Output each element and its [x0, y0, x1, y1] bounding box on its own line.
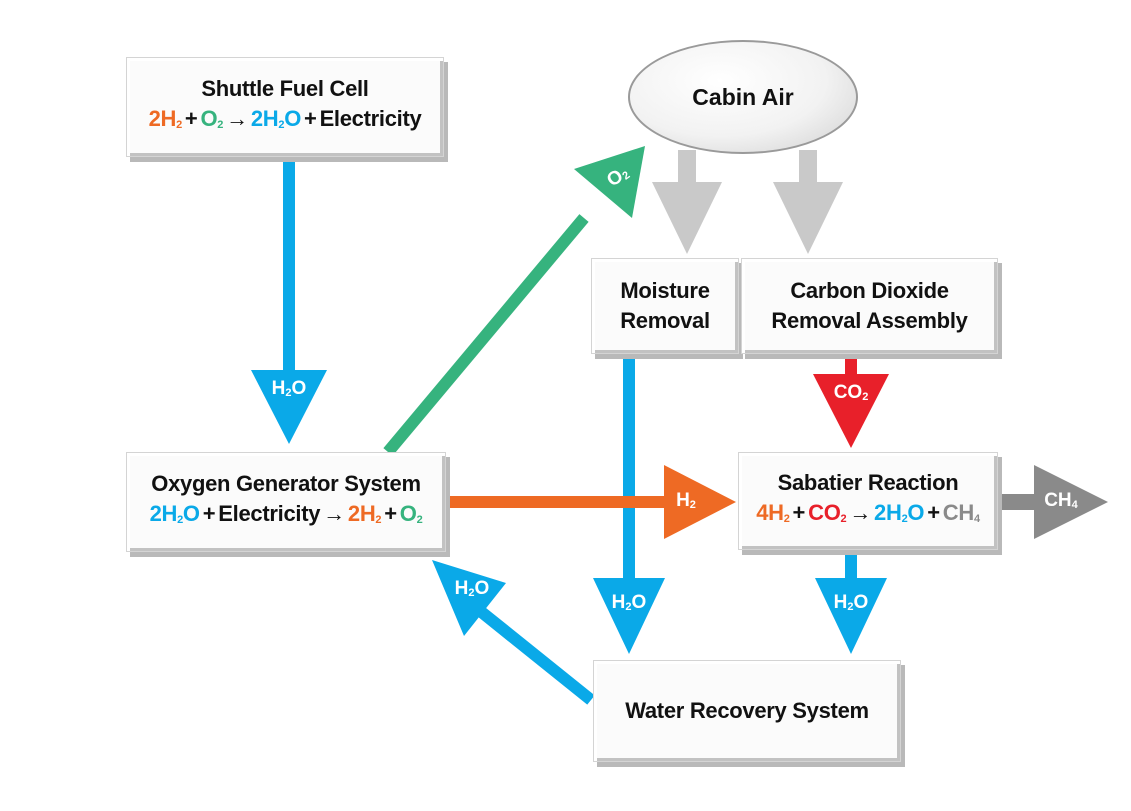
equation-operator: +: [304, 106, 317, 131]
air-arrow-head-moisture: [652, 182, 722, 254]
water-arrow-shaft-recovery: [470, 601, 595, 705]
water-arrow-head-recovery: [432, 560, 506, 636]
cabin-air-node: Cabin Air: [628, 40, 858, 154]
air-arrow-head-co2: [773, 182, 843, 254]
equation-operator: +: [384, 501, 397, 526]
moisture-removal-line2: Removal: [620, 308, 710, 333]
oxygen-generator-equation: 2H2O+Electricity→2H2+O2: [150, 499, 423, 535]
shuttle-fuel-cell-equation: 2H2+O2→2H2O+Electricity: [149, 104, 422, 140]
equation-species: 2H2: [347, 501, 382, 526]
equation-operator: +: [184, 106, 198, 131]
equation-operator: +: [792, 500, 806, 525]
air-arrow-shaft-moisture: [678, 150, 696, 184]
equation-term: Electricity: [319, 106, 422, 131]
moisture-removal-line1: Moisture: [620, 278, 710, 303]
moisture-removal-box: Moisture Removal: [591, 258, 739, 354]
co2-arrow-shaft: [845, 352, 857, 376]
equation-species: O2: [200, 106, 224, 131]
sabatier-reaction-equation: 4H2+CO2→2H2O+CH4: [756, 498, 980, 534]
equation-species: 2H2: [148, 106, 183, 131]
flow-label-sabatier-h2o: H2O: [833, 592, 869, 613]
equation-species: CO2: [808, 500, 847, 525]
flow-label-moisture-h2o: H2O: [611, 592, 647, 613]
co2-removal-line2: Removal Assembly: [771, 308, 968, 333]
shuttle-fuel-cell-box: Shuttle Fuel Cell 2H2+O2→2H2O+Electricit…: [126, 57, 444, 157]
co2-removal-line1: Carbon Dioxide: [790, 278, 949, 303]
sabatier-reaction-box: Sabatier Reaction 4H2+CO2→2H2O+CH4: [738, 452, 998, 550]
equation-species: 2H2O: [874, 500, 925, 525]
cabin-air-title: Cabin Air: [692, 83, 794, 110]
water-arrow-shaft-fuel: [283, 158, 295, 370]
methane-arrow-shaft: [998, 494, 1036, 510]
water-arrow-shaft-moisture: [623, 352, 635, 578]
equation-species: 2H2O: [149, 501, 200, 526]
equation-operator: +: [927, 500, 940, 525]
oxygen-arrow-shaft: [383, 214, 589, 456]
methane-arrow-head: [1034, 465, 1108, 539]
oxygen-generator-box: Oxygen Generator System 2H2O+Electricity…: [126, 452, 446, 552]
equation-species: CH4: [942, 500, 980, 525]
equation-species: 4H2: [756, 500, 790, 525]
oxygen-arrow-head: [574, 146, 645, 218]
water-arrow-head-moisture: [593, 578, 665, 654]
equation-operator: →: [323, 501, 345, 526]
flow-label-co2: CO2: [833, 382, 869, 403]
flow-label-recovery-h2o: H2O: [454, 578, 490, 599]
equation-species: O2: [399, 501, 423, 526]
hydrogen-arrow-shaft: [448, 496, 666, 508]
co2-removal-box: Carbon Dioxide Removal Assembly: [741, 258, 998, 354]
hydrogen-arrow-head: [664, 465, 736, 539]
water-arrow-head-fuel: [251, 370, 327, 444]
oxygen-generator-title: Oxygen Generator System: [151, 471, 421, 496]
water-recovery-box: Water Recovery System: [593, 660, 901, 762]
equation-operator: →: [226, 106, 248, 131]
water-arrow-head-sabatier: [815, 578, 887, 654]
flow-label-ch4: CH4: [1044, 490, 1078, 511]
sabatier-reaction-title: Sabatier Reaction: [777, 470, 959, 495]
shuttle-fuel-cell-title: Shuttle Fuel Cell: [201, 76, 369, 101]
flow-label-fuel-h2o: H2O: [271, 378, 307, 399]
air-arrow-shaft-co2: [799, 150, 817, 184]
co2-arrow-head: [813, 374, 889, 448]
equation-term: Electricity: [218, 501, 321, 526]
equation-species: 2H2O: [250, 106, 301, 131]
flow-label-h2: H2: [676, 490, 696, 511]
equation-operator: →: [849, 500, 872, 525]
water-arrow-shaft-sabatier: [845, 548, 857, 578]
equation-operator: +: [202, 501, 216, 526]
water-recovery-title: Water Recovery System: [625, 698, 869, 723]
